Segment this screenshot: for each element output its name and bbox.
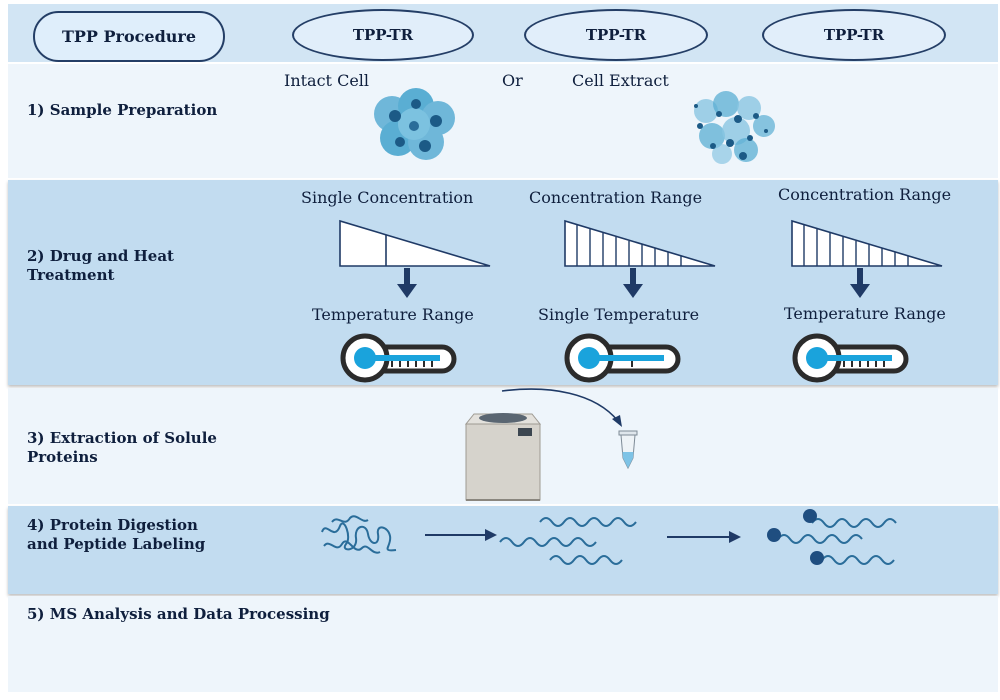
centrifuge-icon [464, 413, 542, 501]
tpp-procedure-label: TPP Procedure [33, 11, 225, 62]
cell-extract-label: Cell Extract [572, 71, 669, 90]
column-title-1: TPP-TR [292, 9, 474, 61]
right-arrow-icon [425, 529, 497, 541]
step-1-label: 1) Sample Preparation [27, 101, 218, 119]
transfer-arrow-icon [501, 388, 622, 427]
right-arrow-icon [667, 531, 741, 543]
protein-coil-icon [321, 515, 397, 554]
peptides-icon [499, 517, 637, 565]
step-3-label: 3) Extraction of Solule Proteins [27, 429, 217, 466]
col2-top-label: Concentration Range [529, 188, 703, 207]
step-4-label: 4) Protein Digestion and Peptide Labelin… [27, 516, 206, 553]
down-arrow-icon [623, 268, 643, 298]
thermometer-icon [340, 333, 457, 383]
thermometer-icon [564, 333, 681, 383]
step-5-label: 5) MS Analysis and Data Processing [27, 605, 330, 623]
sample-preparation-band [8, 64, 998, 178]
single-concentration-wedge [339, 219, 491, 267]
tube-icon [618, 430, 638, 470]
col3-bottom-label: Temperature Range [784, 304, 946, 323]
concentration-range-wedge-1 [564, 219, 716, 267]
col1-bottom-label: Temperature Range [312, 305, 474, 324]
column-title-3: TPP-TR [762, 9, 946, 61]
or-label: Or [502, 71, 523, 90]
thermometer-icon [792, 333, 909, 383]
concentration-range-wedge-2 [791, 219, 943, 267]
ms-analysis-band [8, 596, 998, 692]
down-arrow-icon [397, 268, 417, 298]
step-2-label: 2) Drug and Heat Treatment [27, 247, 174, 284]
digestion-band [8, 506, 998, 594]
intact-cell-illustration [374, 88, 455, 160]
down-arrow-icon [850, 268, 870, 298]
labeled-peptides-icon [767, 509, 897, 565]
col3-top-label: Concentration Range [778, 185, 952, 204]
col1-top-label: Single Concentration [301, 188, 474, 207]
col2-bottom-label: Single Temperature [538, 305, 700, 324]
cell-extract-illustration [694, 91, 775, 164]
column-title-2: TPP-TR [524, 9, 708, 61]
intact-cell-label: Intact Cell [284, 71, 370, 90]
